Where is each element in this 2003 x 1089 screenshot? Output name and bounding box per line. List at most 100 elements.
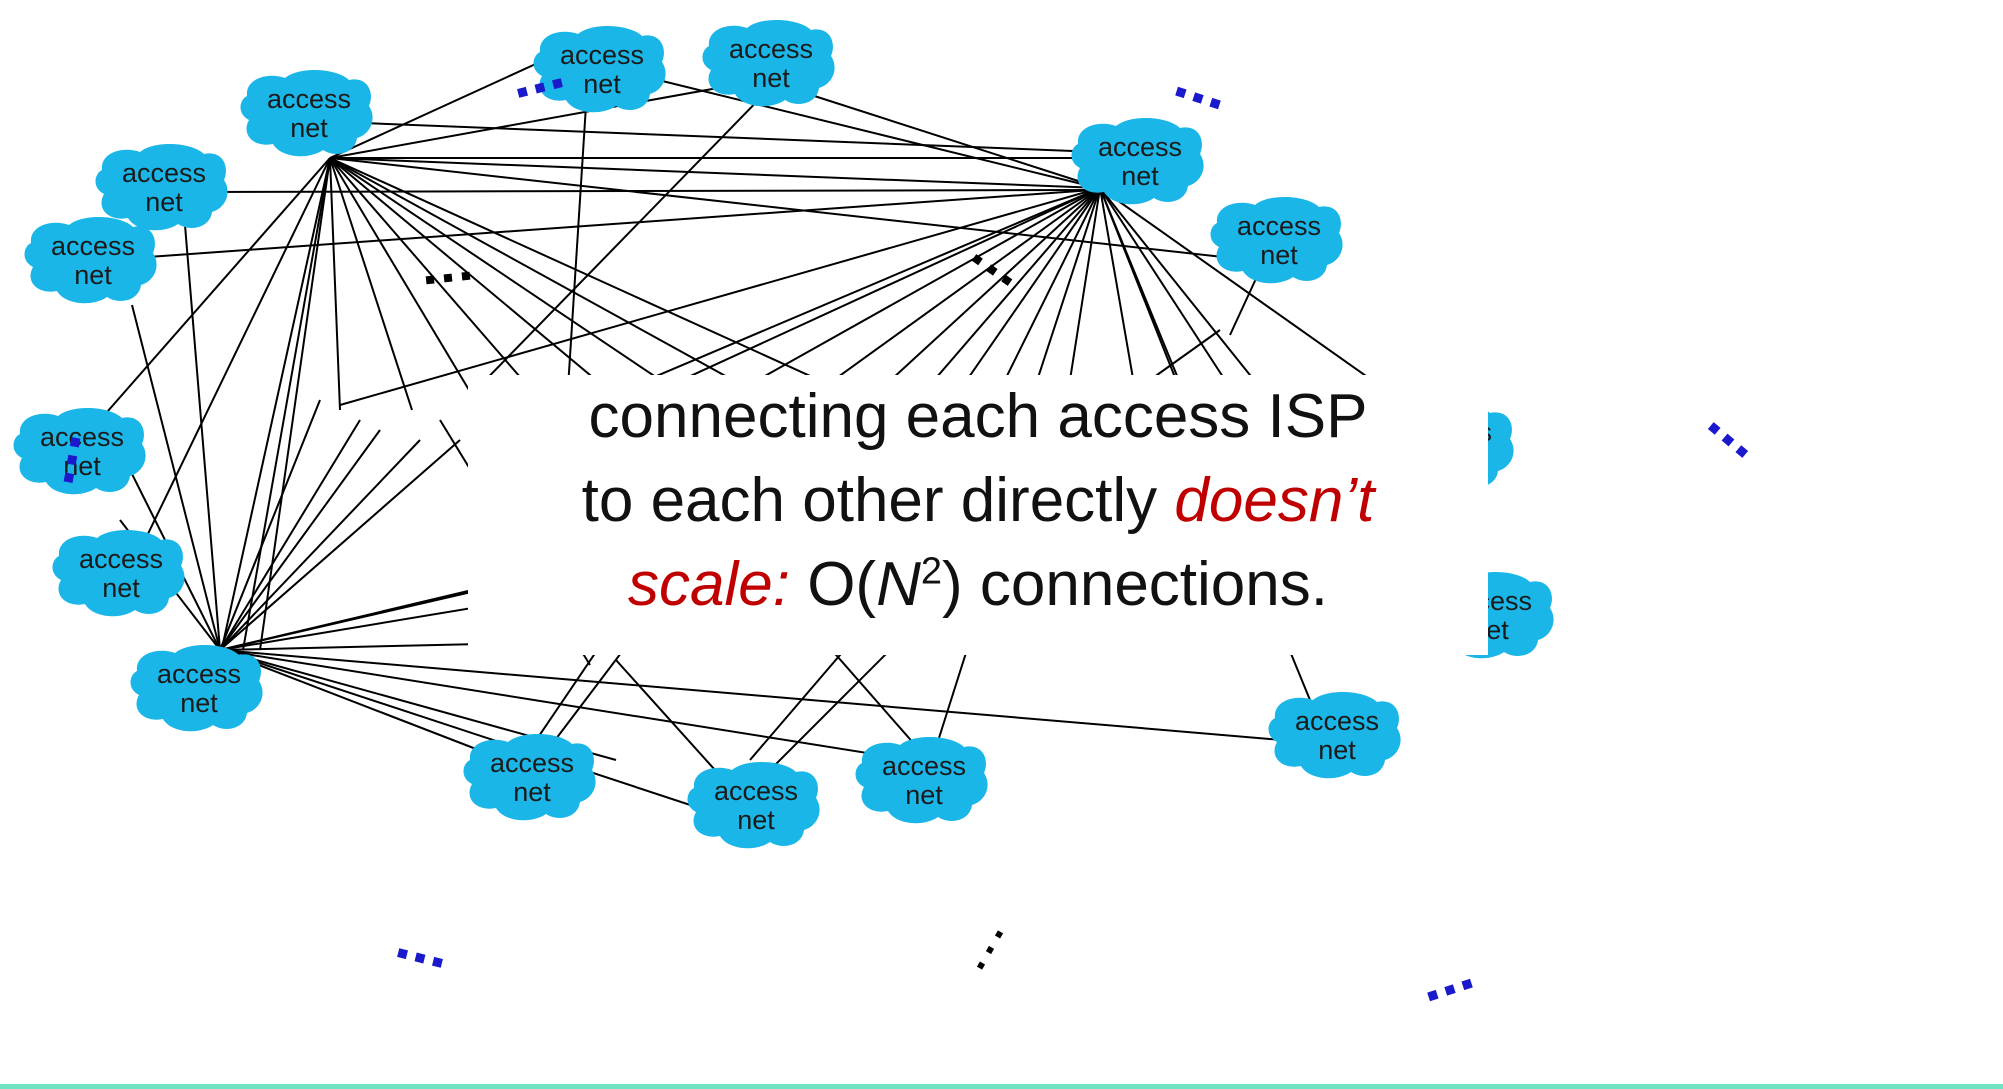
access-net-label-top: access <box>51 231 135 261</box>
link-line <box>329 157 761 396</box>
ellipsis-mark: ... <box>63 437 81 483</box>
caption-box: connecting each access ISP to each other… <box>468 375 1488 655</box>
access-net-cloud-icon <box>1210 196 1343 284</box>
access-net-label-top: access <box>79 544 163 574</box>
link-line <box>219 399 321 651</box>
access-net-label-top: access <box>714 776 798 806</box>
link-line <box>219 419 361 651</box>
access-net-cloud-icon <box>463 733 596 821</box>
link-line <box>242 157 331 651</box>
caption-line-2-text: to each other directly <box>581 466 1175 535</box>
link-line <box>329 157 341 411</box>
ellipsis-dot <box>1444 984 1456 996</box>
link-line <box>329 61 541 159</box>
ellipsis-dot <box>1721 433 1735 447</box>
ellipsis-dot <box>443 273 453 283</box>
link-line <box>1099 187 1136 391</box>
access-net-label-bottom: net <box>583 69 621 99</box>
caption-line-3: scale: O(N2) connections. <box>468 543 1488 627</box>
link-line <box>259 157 331 651</box>
access-net-cloud-icon <box>52 529 185 617</box>
access-net-label-bottom: net <box>180 688 218 718</box>
ellipsis-mark: ... <box>1707 422 1749 458</box>
link-line <box>999 187 1101 391</box>
access-net-label-bottom: net <box>290 113 328 143</box>
link-line <box>879 187 1101 391</box>
access-net-label-top: access <box>267 84 351 114</box>
link-line <box>739 187 1101 391</box>
access-net-cloud-icon <box>533 25 666 113</box>
link-line <box>329 157 1101 189</box>
access-net-label-top: access <box>560 40 644 70</box>
ellipsis-dot <box>552 78 563 90</box>
access-net-cloud-icon <box>855 736 988 824</box>
link-line <box>329 157 831 386</box>
access-net-label-bottom: net <box>102 573 140 603</box>
ellipsis-dot <box>1427 989 1439 1002</box>
caption-line-1: connecting each access ISP <box>588 382 1368 451</box>
caption-emphasis-doesnt: doesn’t <box>1174 466 1375 535</box>
ellipsis-mark: ... <box>1175 86 1221 110</box>
link-line <box>1229 269 1261 336</box>
link-line <box>219 649 1283 741</box>
ellipsis-dot <box>66 454 78 466</box>
link-line <box>659 187 1101 391</box>
link-line <box>929 187 1101 386</box>
access-net-label-bottom: net <box>905 780 943 810</box>
access-net-cloud-icon <box>240 69 373 157</box>
link-line <box>219 649 755 827</box>
link-line <box>329 157 621 401</box>
access-net-label-top: access <box>122 158 206 188</box>
access-net-label-bottom: net <box>74 260 112 290</box>
footer-accent-bar <box>0 1084 2003 1089</box>
access-net-label-top: access <box>1237 211 1321 241</box>
link-line <box>99 157 331 421</box>
access-net-label-bottom: net <box>737 805 775 835</box>
link-line <box>1099 187 1226 381</box>
access-net-label-top: access <box>40 422 124 452</box>
link-line <box>329 157 413 411</box>
link-line <box>219 439 461 651</box>
access-net-cloud-icon <box>687 761 820 849</box>
access-net-label-top: access <box>882 751 966 781</box>
ellipsis-dot <box>63 472 75 483</box>
link-line <box>819 187 1101 391</box>
link-line <box>219 429 381 651</box>
caption-big-o-open: O( <box>789 550 877 619</box>
ellipsis-dot <box>1707 422 1721 435</box>
link-line <box>801 91 1101 189</box>
access-net-label-top: access <box>157 659 241 689</box>
link-line <box>184 224 221 651</box>
caption-variable-n: N <box>876 550 921 619</box>
access-net-cloud-icon <box>130 644 263 732</box>
ellipsis-dot <box>985 945 995 955</box>
ellipsis-dot <box>397 948 408 960</box>
ellipsis-layer: ........................... <box>63 78 1749 1002</box>
caption-line-2: to each other directly doesn’t <box>468 459 1488 543</box>
ellipsis-dot <box>1192 92 1204 104</box>
ellipsis-mark: ... <box>1427 978 1473 1002</box>
ellipsis-dot <box>976 961 986 970</box>
ellipsis-dot <box>534 82 546 94</box>
access-net-label-top: access <box>1098 132 1182 162</box>
access-net-label-bottom: net <box>1260 240 1298 270</box>
ellipsis-dot <box>461 271 471 281</box>
ellipsis-dot <box>986 264 998 276</box>
access-net-cloud-icon <box>1071 117 1204 205</box>
ellipsis-dot <box>69 437 81 448</box>
link-line <box>329 83 741 159</box>
link-line <box>1149 329 1221 381</box>
link-line <box>219 649 931 764</box>
link-line <box>329 157 691 401</box>
link-line <box>1069 187 1101 381</box>
ellipsis-dot <box>971 254 983 266</box>
caption-superscript: 2 <box>920 550 942 593</box>
ellipsis-mark: ... <box>397 948 443 968</box>
link-line <box>329 157 476 401</box>
link-line <box>219 649 521 767</box>
